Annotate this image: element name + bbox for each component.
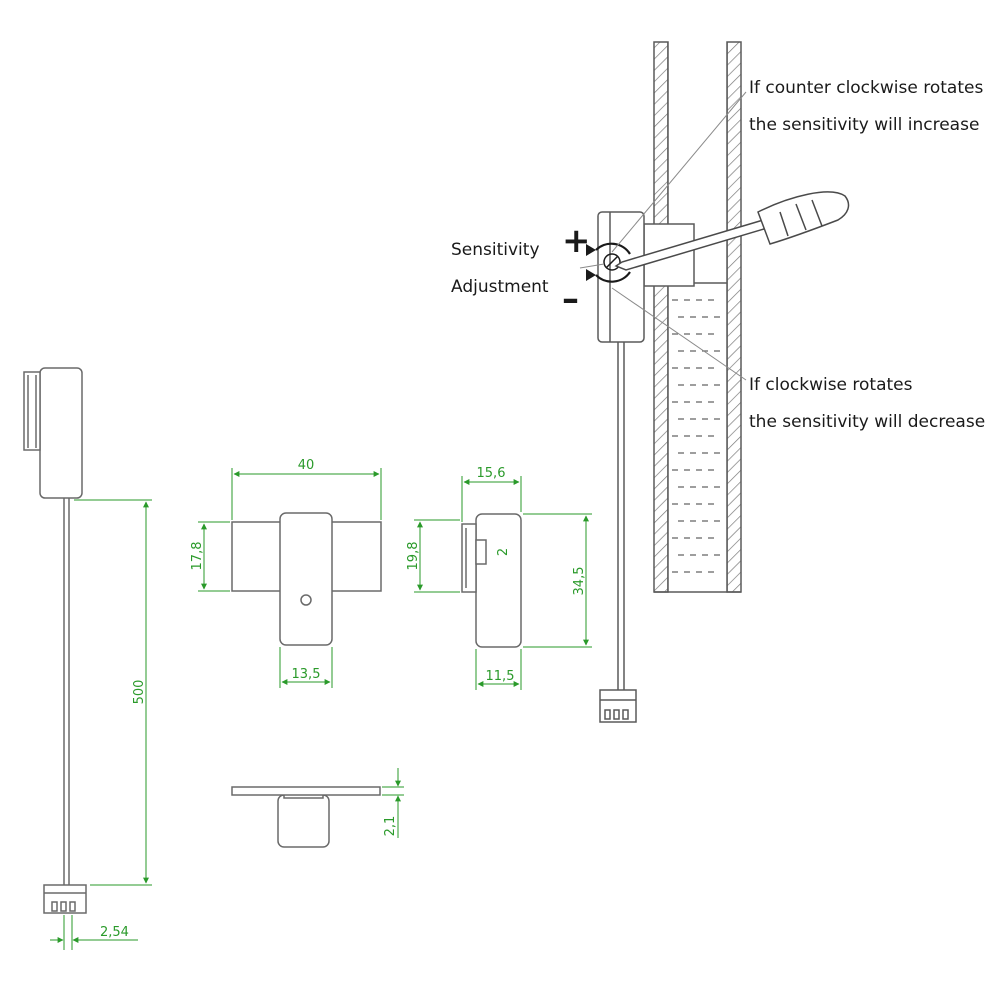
adjust-screw-icon xyxy=(603,253,621,271)
top-view xyxy=(231,786,381,848)
rotation-indicator xyxy=(595,242,631,283)
side-view xyxy=(461,513,522,648)
mounted-body xyxy=(597,211,645,343)
adjust-screw-hole xyxy=(300,594,312,606)
rotation-arc-bottom xyxy=(595,271,631,283)
dim-side-inner: 19,8 xyxy=(406,542,421,571)
dim-side-small: 2 xyxy=(496,548,511,556)
side-plate xyxy=(461,523,477,593)
dimension-total-length xyxy=(50,499,152,950)
cw-text-line1: If clockwise rotates xyxy=(749,375,913,395)
dim-side-depth: 15,6 xyxy=(477,466,506,481)
ccw-text-line1: If counter clockwise rotates xyxy=(749,78,983,98)
screwdriver-icon xyxy=(614,191,850,271)
cw-text-line2: the sensitivity will decrease xyxy=(749,412,985,432)
arrow-cw-icon xyxy=(586,269,596,281)
dim-side-bottom: 11,5 xyxy=(486,669,515,684)
sensor-body-side xyxy=(39,367,83,499)
dim-plate-thickness: 2,1 xyxy=(383,816,398,837)
ccw-text-line2: the sensitivity will increase xyxy=(749,115,979,135)
front-tab xyxy=(279,512,333,646)
sensor-front-plate xyxy=(23,371,41,451)
screwdriver-handle xyxy=(757,191,850,245)
dimension-front xyxy=(198,468,382,688)
dimension-top xyxy=(382,768,404,838)
side-body xyxy=(475,513,522,648)
adjust-text-line2: Adjustment xyxy=(451,277,549,297)
top-plate xyxy=(231,786,381,796)
dim-body-width: 40 xyxy=(298,458,315,473)
dim-tab-width: 13,5 xyxy=(292,667,321,682)
leader-lines xyxy=(579,91,747,381)
tank-installation xyxy=(653,41,742,593)
plus-symbol: + xyxy=(562,221,591,261)
dim-pin-pitch: 2,54 xyxy=(100,925,129,940)
tank-wall-right xyxy=(726,41,742,593)
dim-side-height: 34,5 xyxy=(572,567,587,596)
arrow-ccw-icon xyxy=(586,244,596,256)
dim-total-length: 500 xyxy=(132,680,147,705)
tank-wall-left xyxy=(653,41,669,593)
rotation-arc-top xyxy=(595,242,631,255)
side-knob xyxy=(475,539,487,565)
front-view xyxy=(231,512,382,646)
minus-symbol: – xyxy=(562,279,579,319)
dimension-side xyxy=(414,476,592,690)
cable-side-view xyxy=(23,367,87,914)
top-body xyxy=(277,794,330,848)
dim-body-height: 17,8 xyxy=(190,542,205,571)
adjust-text-line1: Sensitivity xyxy=(451,240,540,260)
liquid-dashes xyxy=(672,299,720,573)
